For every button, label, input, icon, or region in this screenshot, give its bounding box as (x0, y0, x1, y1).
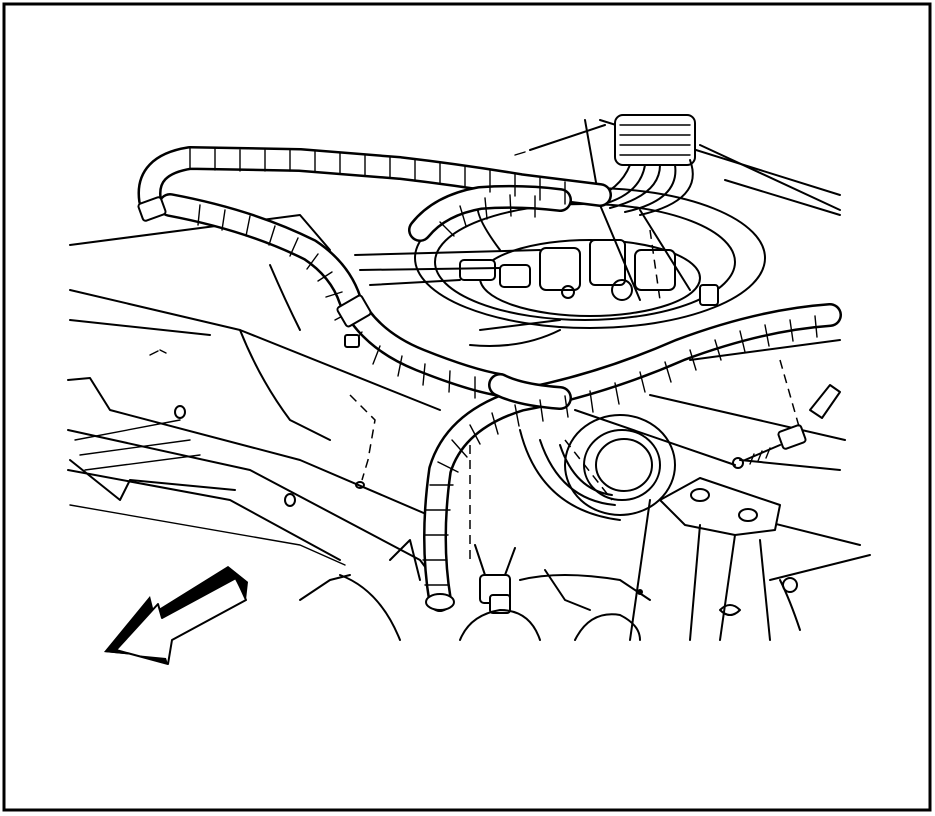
mounting-bracket (629, 477, 781, 641)
leader-lines (349, 229, 801, 560)
electrical-connector (584, 114, 696, 301)
body-floor-panels (469, 119, 871, 581)
underbody-components (389, 539, 651, 641)
harness-retainer-clips (137, 196, 516, 614)
front-direction-arrow-icon (104, 566, 248, 665)
chassis-frame-panels (67, 214, 451, 641)
ground-bolt (574, 384, 841, 469)
fuel-filler-neck (519, 414, 676, 521)
fuel-pump-module (354, 187, 766, 329)
